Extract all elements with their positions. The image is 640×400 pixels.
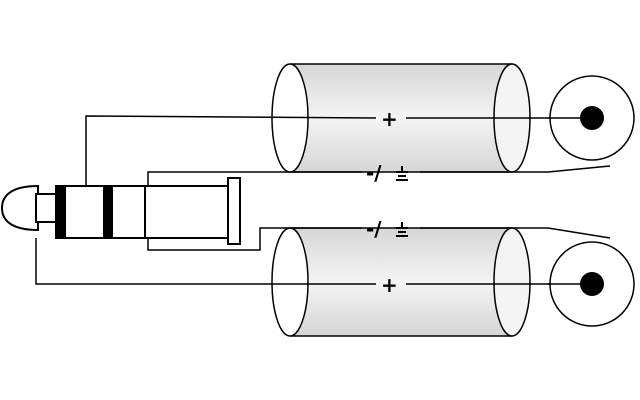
ground-symbol-icon — [396, 222, 408, 237]
top-signal-wire — [85, 115, 377, 186]
top-signal-label: + — [381, 107, 398, 131]
top-ground-wire-right — [420, 165, 611, 173]
bottom-cable — [271, 227, 531, 337]
top-ground-label: -/ — [366, 161, 382, 185]
bottom-signal-wire — [35, 238, 376, 285]
trs-jack-plug-icon — [0, 177, 241, 245]
bottom-ground-wire-end — [547, 227, 611, 239]
bottom-ground-wire — [147, 227, 362, 251]
bottom-ground-label: -/ — [366, 217, 382, 241]
top-ground-wire — [147, 171, 362, 186]
bottom-signal-label: + — [381, 273, 398, 297]
ground-symbol-icon — [396, 166, 408, 181]
